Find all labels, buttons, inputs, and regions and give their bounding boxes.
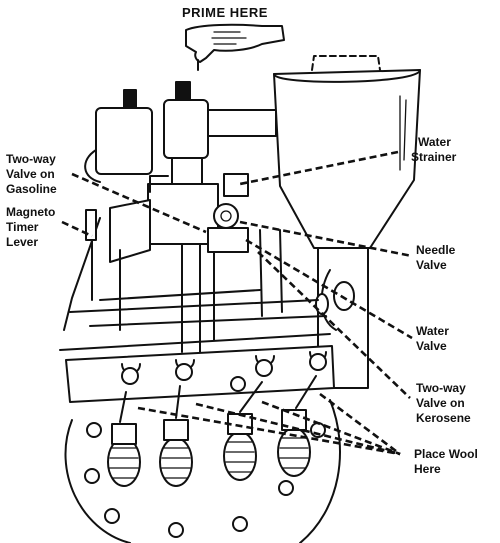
engine-illustration <box>59 23 421 543</box>
spark-plug-4 <box>277 409 311 477</box>
spark-plug-3 <box>223 413 257 481</box>
label-prime-here: PRIME HERE <box>182 5 268 20</box>
label-magneto-line1: Magneto <box>6 205 55 219</box>
leader-wool-3 <box>261 400 401 456</box>
labels: PRIME HERE Water Strainer Two-way Valve … <box>6 5 478 476</box>
label-water-valve-line1: Water <box>416 324 449 338</box>
engine-frame <box>59 199 331 353</box>
leader-needle-valve <box>239 220 413 258</box>
leader-two-way-kerosene <box>257 251 411 399</box>
label-two-way-gasoline-line3: Gasoline <box>6 182 57 196</box>
label-magneto-line2: Timer <box>6 220 39 234</box>
pointing-hand-icon <box>185 23 285 71</box>
label-needle-valve-line1: Needle <box>416 243 456 257</box>
leader-water-valve <box>245 238 413 340</box>
label-water-strainer-line1: Water <box>418 135 451 149</box>
label-place-wool-line1: Place Wool <box>414 447 478 461</box>
carburetor-right <box>163 81 277 185</box>
label-needle-valve-line2: Valve <box>416 258 447 272</box>
label-two-way-gasoline-line2: Valve on <box>6 167 55 181</box>
carburetor-left <box>84 89 153 183</box>
spark-plug-2 <box>159 419 193 487</box>
water-strainer-tank <box>273 55 421 249</box>
label-water-strainer-line2: Strainer <box>411 150 457 164</box>
rocker-row <box>65 345 335 403</box>
leader-magneto <box>61 220 93 238</box>
spark-plug-1 <box>107 423 141 487</box>
label-two-way-gasoline-line1: Two-way <box>6 152 56 166</box>
leader-wool-4 <box>319 392 401 456</box>
valve-manifold <box>147 173 249 253</box>
label-place-wool-line2: Here <box>414 462 441 476</box>
leader-wool-2 <box>195 402 401 456</box>
label-water-valve-line2: Valve <box>416 339 447 353</box>
label-two-way-kerosene-line1: Two-way <box>416 381 466 395</box>
leader-wool-1 <box>137 406 401 456</box>
label-magneto-line3: Lever <box>6 235 38 249</box>
leader-water-strainer <box>239 150 399 186</box>
label-two-way-kerosene-line3: Kerosene <box>416 411 471 425</box>
leader-lines <box>61 150 413 456</box>
spark-plug-group <box>107 375 317 487</box>
label-two-way-kerosene-line2: Valve on <box>416 396 465 410</box>
crank-case <box>64 399 341 543</box>
leader-two-way-gasoline <box>71 172 207 234</box>
